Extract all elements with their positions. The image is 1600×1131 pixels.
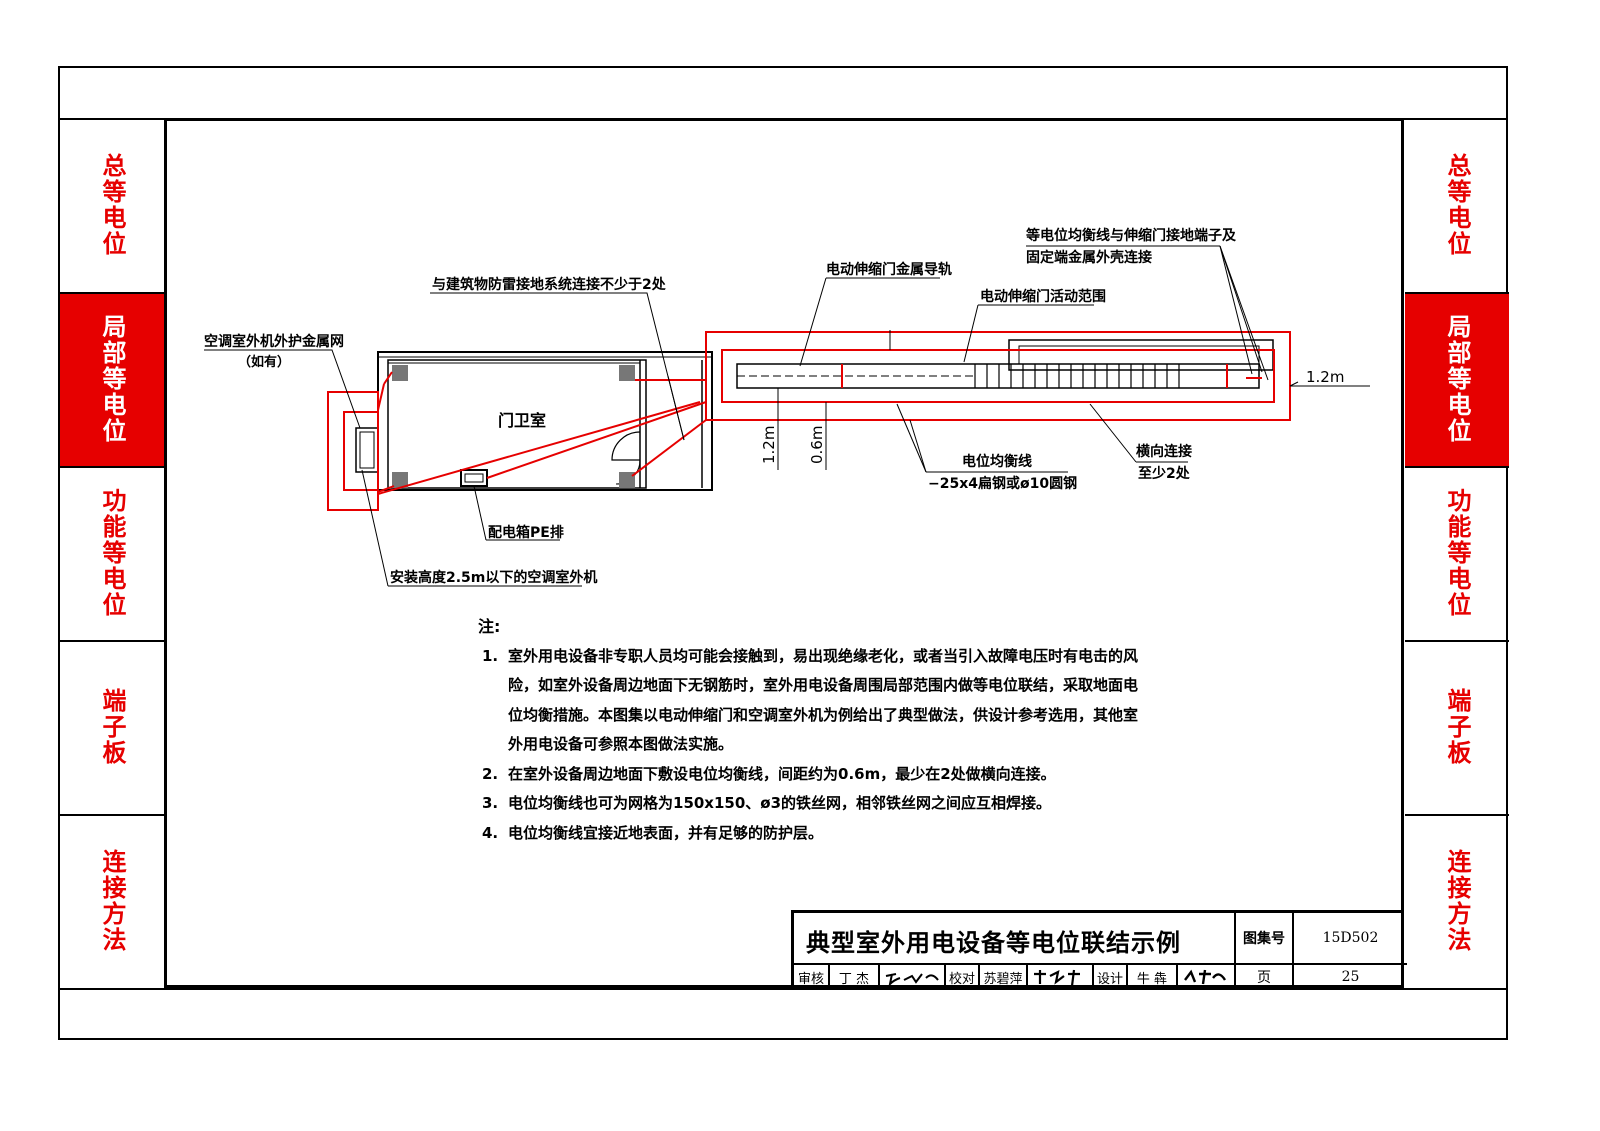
dim-label-1-2m-left: 1.2m — [760, 426, 778, 464]
title-block-divider — [828, 963, 830, 988]
review-label: 审核 — [797, 971, 824, 987]
left-tab-connection-method[interactable]: 连接方法 — [60, 814, 164, 988]
right-tab-total-equipotential[interactable]: 总等电位 — [1405, 118, 1509, 292]
right-tab-label: 端子板 — [1443, 688, 1471, 766]
design-signature — [1178, 965, 1234, 989]
design-label: 设计 — [1096, 971, 1123, 987]
tab-divider — [1405, 640, 1509, 642]
note-item: 2. 在室外设备周边地面下敷设电位均衡线，间距约为0.6m，最少在2处做横向连接… — [478, 760, 1138, 790]
review-signature — [880, 965, 944, 989]
dim-label-0-6m: 0.6m — [808, 426, 826, 464]
title-block-divider — [794, 963, 1407, 965]
tab-divider — [60, 292, 164, 294]
label-pe-bar: 配电箱PE排 — [488, 524, 564, 541]
atlas-no-label: 图集号 — [1243, 931, 1285, 947]
left-tab-label: 功能等电位 — [98, 488, 126, 618]
gate-leaves — [974, 364, 1180, 388]
dim-label-1-2m-right: 1.2m — [1306, 368, 1344, 386]
tab-divider — [60, 640, 164, 642]
label-gate-rail: 电动伸缩门金属导轨 — [826, 261, 952, 278]
gate-equipotential-lines — [705, 331, 1291, 421]
right-tab-connection-method[interactable]: 连接方法 — [1405, 814, 1509, 988]
tab-divider — [1405, 814, 1509, 816]
title-block-divider — [1092, 963, 1094, 988]
tab-divider — [1405, 292, 1509, 294]
tab-divider — [1405, 466, 1509, 468]
title-block-divider — [1126, 963, 1128, 988]
note-item: 4. 电位均衡线宜接近地表面，并有足够的防护层。 — [478, 819, 1138, 849]
right-tab-local-equipotential[interactable]: 局部等电位 — [1405, 292, 1509, 466]
note-text: 室外用电设备非专职人员均可能会接触到，易出现绝缘老化，或者当引入故障电压时有电击… — [508, 646, 1139, 754]
title-block-divider — [944, 963, 946, 988]
label-cross-conn-2: 至少2处 — [1138, 465, 1191, 482]
drawing-title: 典型室外用电设备等电位联结示例 — [806, 928, 1181, 957]
note-number: 2. — [482, 764, 499, 783]
page-no-value: 25 — [1341, 969, 1360, 985]
check-name: 苏碧萍 — [983, 971, 1023, 987]
label-cross-conn: 横向连接 — [1136, 443, 1192, 460]
label-ac-mesh-note: （如有） — [238, 354, 290, 370]
left-tab-terminal-board[interactable]: 端子板 — [60, 640, 164, 814]
title-block-divider — [1026, 963, 1028, 988]
label-ac-mesh: 空调室外机外护金属网 — [204, 333, 344, 350]
left-tab-total-equipotential[interactable]: 总等电位 — [60, 118, 164, 292]
check-label: 校对 — [948, 971, 975, 987]
title-block-divider — [1292, 913, 1294, 988]
label-ac-unit: 安装高度2.5m以下的空调室外机 — [390, 569, 597, 586]
bottom-band-line — [58, 988, 1508, 990]
design-name: 牛 犇 — [1136, 971, 1168, 987]
notes-section: 注: 1. 室外用电设备非专职人员均可能会接触到，易出现绝缘老化，或者当引入故障… — [478, 612, 1138, 848]
ac-unit — [355, 427, 379, 473]
left-tab-local-equipotential[interactable]: 局部等电位 — [60, 292, 164, 466]
drawing-frame — [58, 66, 1508, 1040]
tab-divider — [60, 466, 164, 468]
title-block-divider — [978, 963, 980, 988]
left-tab-functional-equipotential[interactable]: 功能等电位 — [60, 466, 164, 640]
columns — [392, 365, 635, 488]
label-lightning: 与建筑物防雷接地系统连接不少于2处 — [432, 276, 667, 293]
left-tab-label: 端子板 — [98, 688, 126, 766]
note-item: 3. 电位均衡线也可为网格为150x150、ø3的铁丝网，相邻铁丝网之间应互相焊… — [478, 789, 1138, 819]
note-number: 1. — [482, 646, 499, 665]
label-gate-terminal-1: 等电位均衡线与伸缩门接地端子及 — [1026, 227, 1237, 244]
note-item: 1. 室外用电设备非专职人员均可能会接触到，易出现绝缘老化，或者当引入故障电压时… — [478, 642, 1138, 760]
right-tab-functional-equipotential[interactable]: 功能等电位 — [1405, 466, 1509, 640]
leader-lines — [204, 245, 1269, 587]
label-eq-line: 电位均衡线 — [962, 453, 1032, 470]
bonding-lines — [344, 371, 707, 495]
left-tab-label: 局部等电位 — [98, 314, 126, 444]
title-block: 典型室外用电设备等电位联结示例 图集号 15D502 页 25 审核 丁 杰 校… — [791, 910, 1407, 989]
right-tab-label: 局部等电位 — [1443, 314, 1471, 444]
label-gate-range: 电动伸缩门活动范围 — [980, 288, 1106, 305]
left-tab-label: 总等电位 — [98, 153, 126, 257]
drawing-area — [164, 118, 1404, 988]
dimension-lines — [777, 381, 1370, 470]
review-name: 丁 杰 — [838, 971, 870, 987]
label-eq-line-spec: −25x4扁钢或ø10圆钢 — [928, 475, 1077, 492]
atlas-no-value: 15D502 — [1322, 930, 1379, 946]
right-tab-label: 功能等电位 — [1443, 488, 1471, 618]
note-text: 电位均衡线宜接近地表面，并有足够的防护层。 — [508, 823, 824, 842]
left-tab-label: 连接方法 — [98, 849, 126, 953]
notes-header: 注: — [478, 617, 501, 636]
title-block-divider — [1234, 913, 1236, 988]
right-tab-label: 连接方法 — [1443, 849, 1471, 953]
page-label: 页 — [1257, 970, 1271, 986]
note-number: 3. — [482, 794, 499, 812]
note-number: 4. — [482, 823, 499, 842]
right-tab-label: 总等电位 — [1443, 153, 1471, 257]
label-gate-terminal-2: 固定端金属外壳连接 — [1026, 249, 1152, 266]
title-block-divider — [1176, 963, 1178, 988]
title-block-divider — [878, 963, 880, 988]
tab-divider — [60, 814, 164, 816]
gate-track — [736, 339, 1274, 389]
note-text: 电位均衡线也可为网格为150x150、ø3的铁丝网，相邻铁丝网之间应互相焊接。 — [508, 794, 1052, 812]
right-tab-terminal-board[interactable]: 端子板 — [1405, 640, 1509, 814]
label-guard-room: 门卫室 — [498, 411, 546, 430]
check-signature — [1028, 965, 1092, 989]
note-text: 在室外设备周边地面下敷设电位均衡线，间距约为0.6m，最少在2处做横向连接。 — [508, 764, 1056, 783]
